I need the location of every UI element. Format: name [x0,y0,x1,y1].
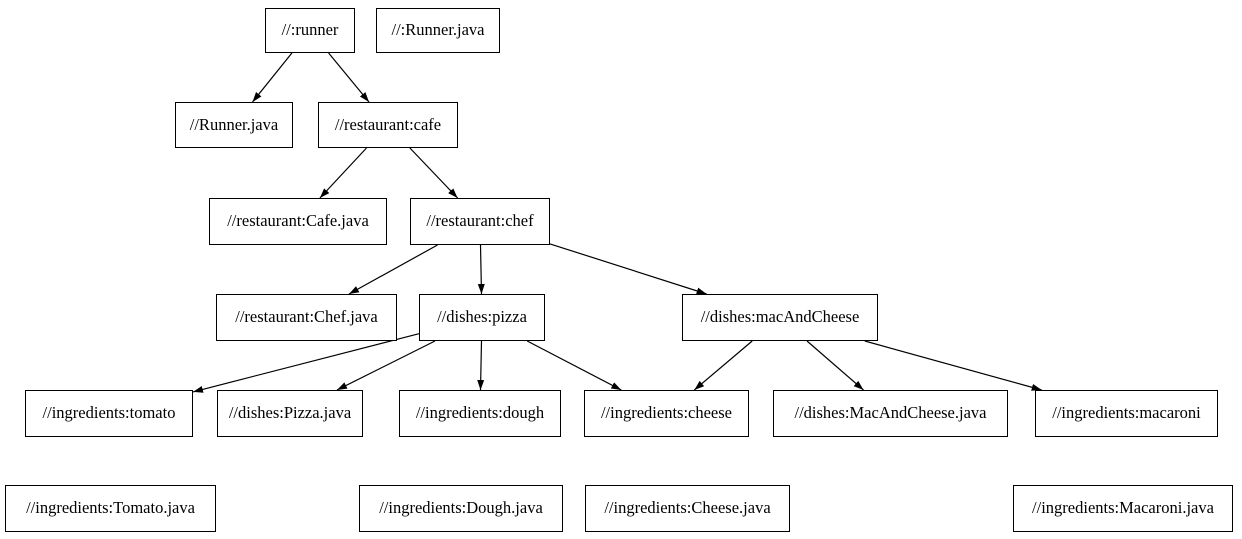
graph-node-label: //:runner [281,20,339,40]
graph-node-label: //:Runner.java [391,20,485,40]
graph-node-pizza: //dishes:pizza [419,294,545,341]
edge-pizza-to-cheese [526,340,622,391]
graph-node-label: //ingredients:Macaroni.java [1032,498,1214,518]
edge-chef-to-pizza [477,244,485,295]
graph-node-dough: //ingredients:dough [399,390,561,437]
graph-node-label: //restaurant:chef [426,211,534,231]
graph-node-runner-java: //Runner.java [175,102,293,148]
graph-node-tomato: //ingredients:tomato [25,390,193,437]
graph-node-label: //dishes:MacAndCheese.java [794,403,987,423]
edge-mac-and-cheese-to-macaroni [864,340,1042,391]
edge-group [192,52,1042,393]
graph-node-label: //ingredients:dough [415,403,545,423]
graph-node-label: //ingredients:Dough.java [379,498,543,518]
edge-chef-to-mac-and-cheese [549,243,707,295]
graph-node-mac-and-cheese-java: //dishes:MacAndCheese.java [773,390,1008,437]
graph-node-dough-java: //ingredients:Dough.java [359,485,563,532]
edge-cafe-to-cafe-java [319,147,367,199]
graph-node-label: //restaurant:Chef.java [235,307,378,327]
graph-node-pizza-java: //dishes:Pizza.java [217,390,363,437]
graph-node-cafe: //restaurant:cafe [318,102,458,148]
edge-runner-to-cafe [328,52,370,103]
graph-node-label: //restaurant:cafe [334,114,442,134]
graph-node-label: //ingredients:macaroni [1052,403,1201,423]
graph-node-label: //dishes:pizza [437,307,527,327]
graph-node-label: //ingredients:tomato [42,403,176,423]
edge-pizza-to-tomato [192,333,420,393]
graph-node-chef: //restaurant:chef [410,198,550,245]
graph-node-label: //ingredients:Tomato.java [26,498,195,518]
graph-node-label: //restaurant:Cafe.java [227,211,369,231]
edge-runner-to-runner-java [252,52,293,103]
graph-node-root-runner-java: //:Runner.java [376,8,500,53]
edge-cafe-to-chef [409,147,459,199]
graph-node-label: //dishes:macAndCheese [700,307,860,327]
graph-node-label: //ingredients:Cheese.java [604,498,771,518]
edge-chef-to-chef-java [348,244,438,295]
graph-node-label: //dishes:Pizza.java [228,403,352,423]
graph-node-chef-java: //restaurant:Chef.java [216,294,397,341]
graph-node-cheese-java: //ingredients:Cheese.java [585,485,790,532]
graph-node-mac-and-cheese: //dishes:macAndCheese [682,294,878,341]
edge-mac-and-cheese-to-mac-and-cheese-java [806,340,864,391]
graph-node-runner: //:runner [265,8,355,53]
graph-node-macaroni-java: //ingredients:Macaroni.java [1013,485,1233,532]
graph-node-macaroni: //ingredients:macaroni [1035,390,1218,437]
graph-node-cheese: //ingredients:cheese [584,390,749,437]
graph-node-label: //ingredients:cheese [600,403,733,423]
graph-node-tomato-java: //ingredients:Tomato.java [5,485,216,532]
edge-mac-and-cheese-to-cheese [693,340,753,391]
edge-pizza-to-pizza-java [336,340,436,391]
graph-node-label: //Runner.java [189,114,279,134]
edge-pizza-to-dough [477,340,485,391]
graph-node-cafe-java: //restaurant:Cafe.java [209,198,387,245]
